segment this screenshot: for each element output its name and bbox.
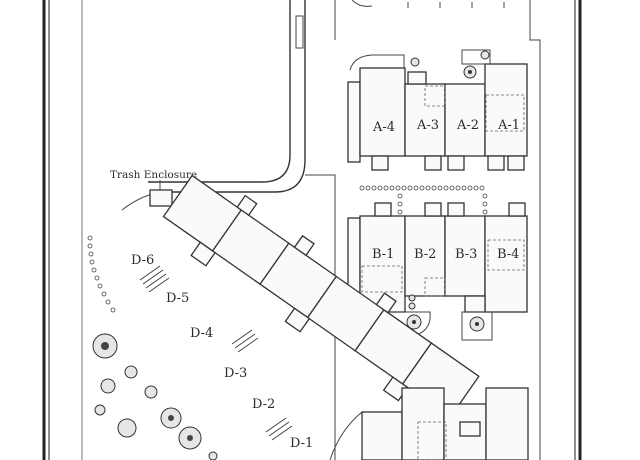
unit-b3-label: B-3	[455, 247, 477, 262]
unit-b1-label: B-1	[372, 247, 394, 262]
unit-b2-label: B-2	[414, 247, 436, 262]
unit-d4-label: D-4	[190, 326, 213, 341]
trash-enclosure	[149, 189, 173, 207]
unit-d2-label: D-2	[252, 397, 275, 412]
walkway-dots	[359, 185, 488, 215]
unit-d6-label: D-6	[131, 253, 154, 268]
trees	[92, 333, 218, 460]
page-border	[42, 0, 582, 460]
unit-b4-label: B-4	[497, 247, 519, 262]
unit-d5-label: D-5	[166, 291, 189, 306]
unit-d1-label: D-1	[290, 436, 313, 451]
unit-d3-label: D-3	[224, 366, 247, 381]
curb-dots	[87, 235, 116, 313]
building-a	[347, 49, 528, 171]
building-c	[329, 387, 529, 460]
trash-enclosure-label: Trash Enclosure	[110, 169, 197, 181]
unit-a2-label: A-2	[456, 118, 479, 133]
building-b	[347, 202, 528, 341]
unit-a3-label: A-3	[416, 118, 439, 133]
unit-a1-label: A-1	[497, 118, 520, 133]
unit-a4-label: A-4	[372, 120, 395, 135]
building-d	[162, 174, 480, 419]
stairs	[139, 265, 293, 441]
